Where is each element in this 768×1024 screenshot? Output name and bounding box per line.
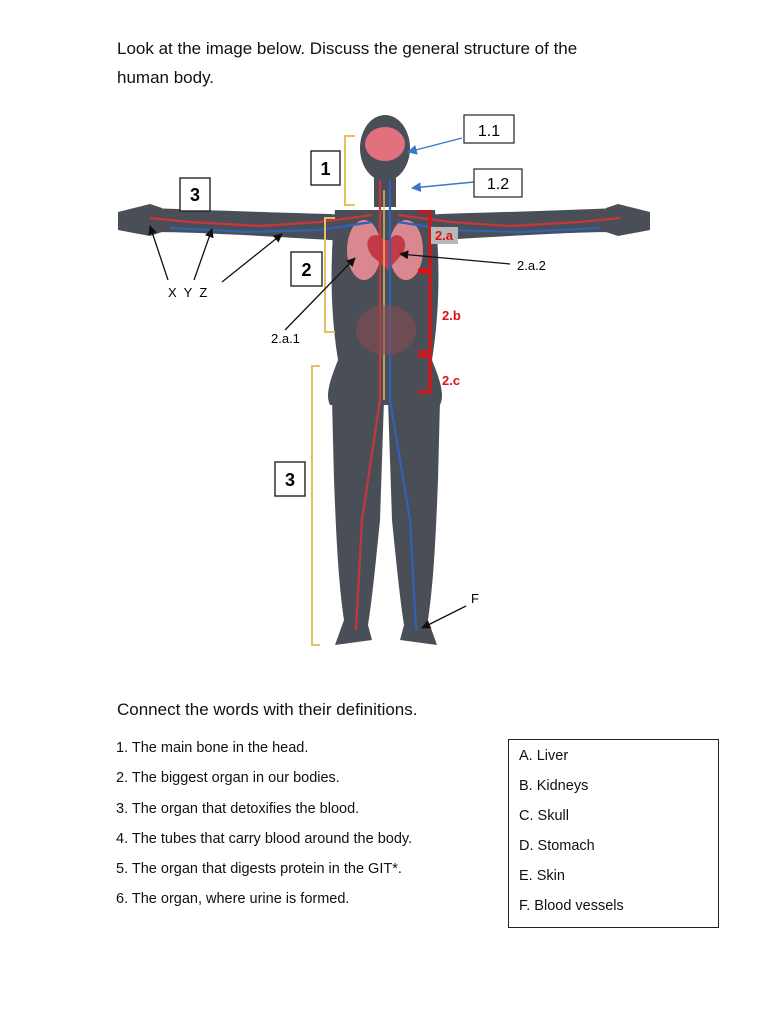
label-xyz: X Y Z	[168, 285, 207, 300]
question-item: 1. The main bone in the head.	[116, 740, 309, 756]
label-3-arm: 3	[190, 185, 200, 205]
right-hand	[606, 204, 650, 236]
brain	[365, 127, 405, 161]
label-box-1: 1	[310, 150, 341, 186]
label-box-1-1: 1.1	[463, 114, 515, 144]
label-1-1: 1.1	[478, 123, 500, 140]
label-2a: 2.a	[435, 228, 454, 243]
yellow-brackets	[311, 135, 355, 646]
bracket-2c	[418, 354, 432, 394]
answer-item: B. Kidneys	[519, 778, 589, 794]
intro-text: Look at the image below. Discuss the gen…	[117, 34, 677, 92]
question-item: 3. The organ that detoxifies the blood.	[116, 800, 360, 817]
bracket-legs	[311, 365, 320, 646]
answer-item: E. Skin	[519, 868, 565, 884]
label-1: 1	[320, 159, 330, 179]
intro-line-2: human body.	[117, 68, 215, 87]
connect-title: Connect the words with their definitions…	[117, 700, 418, 719]
answer-item: A. Liver	[519, 748, 569, 764]
label-box-3-leg: 3	[274, 461, 306, 497]
arrow-1-2	[411, 181, 475, 193]
label-2: 2	[301, 260, 311, 280]
label-box-1-2: 1.2	[473, 168, 523, 198]
bracket-torso	[324, 217, 335, 333]
arrow-x	[148, 225, 169, 281]
intestines	[356, 305, 416, 355]
answer-box: A. Liver B. Kidneys C. Skull D. Stomach …	[508, 739, 719, 928]
label-2a-highlight	[431, 227, 458, 244]
arrow-1-1	[407, 137, 463, 155]
blood-vessels	[149, 180, 621, 631]
answer-item: C. Skull	[519, 808, 569, 824]
bracket-2a	[418, 210, 432, 272]
question-list: 1. The main bone in the head. 2. The big…	[116, 738, 412, 920]
arrow-2-a-1	[284, 257, 356, 331]
answer-item: F. Blood vessels	[519, 898, 624, 914]
label-3-leg: 3	[285, 470, 295, 490]
question-item: 5. The organ that digests protein in the…	[116, 861, 402, 878]
arrow-2-a-2	[399, 250, 511, 265]
body-silhouette	[118, 115, 650, 645]
label-1-2: 1.2	[487, 176, 509, 193]
human-body-diagram: 1.1 1.2 1 3 2 3 2.a 2.b 2.c 2.a.1 2.a.2 …	[118, 114, 650, 646]
answer-list: A. Liver B. Kidneys C. Skull D. Stomach …	[509, 740, 718, 926]
intro-line-1: Look at the image below. Discuss the gen…	[117, 39, 578, 58]
right-lung	[389, 220, 423, 280]
label-2c: 2.c	[442, 373, 460, 388]
label-f: F	[471, 591, 479, 606]
label-2-a-1: 2.a.1	[271, 331, 300, 346]
label-box-2: 2	[290, 251, 323, 287]
bracket-head	[344, 135, 355, 206]
bracket-2b	[418, 270, 432, 354]
label-2-a-2: 2.a.2	[517, 258, 546, 273]
arrow-f	[421, 605, 467, 629]
answer-item: D. Stomach	[519, 838, 595, 854]
label-2b: 2.b	[442, 308, 461, 323]
question-item: 6. The organ, where urine is formed.	[116, 891, 350, 908]
question-item: 2. The biggest organ in our bodies.	[116, 770, 340, 787]
arrow-y	[193, 228, 214, 281]
left-hand	[118, 204, 162, 236]
label-box-3-arm: 3	[179, 177, 211, 212]
red-brackets	[418, 210, 432, 394]
question-item: 4. The tubes that carry blood around the…	[116, 830, 413, 847]
heart	[367, 235, 406, 270]
arrow-z	[221, 233, 283, 283]
